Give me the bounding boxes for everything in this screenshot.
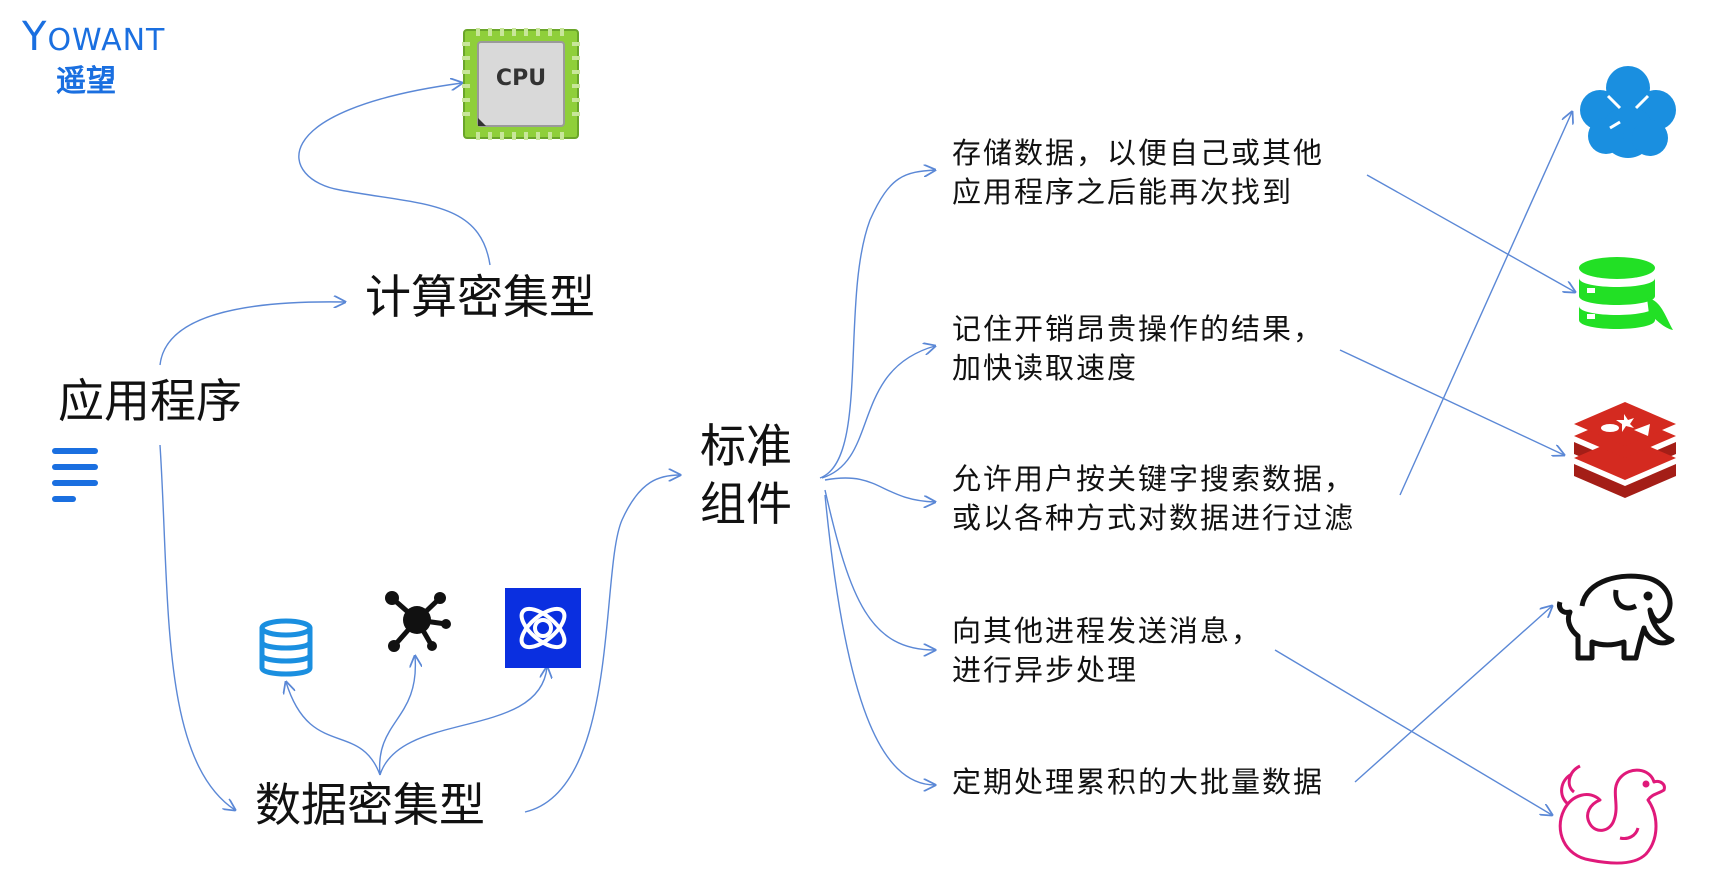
function-search-line1: 允许用户按关键字搜索数据，	[952, 462, 1356, 496]
function-cache: 记住开销昂贵操作的结果， 加快读取速度	[952, 310, 1324, 388]
function-messaging: 向其他进程发送消息， 进行异步处理	[952, 612, 1262, 690]
function-storage-line2: 应用程序之后能再次找到	[952, 175, 1294, 210]
logo-wordmark: OWANT	[47, 23, 166, 58]
network-node-icon	[382, 588, 452, 652]
arrow-standard-to-f3	[824, 477, 935, 502]
function-search: 允许用户按关键字搜索数据， 或以各种方式对数据进行过滤	[952, 460, 1355, 538]
function-storage: 存储数据，以便自己或其他 应用程序之后能再次找到	[952, 134, 1324, 212]
arrow-standard-to-f5	[824, 494, 935, 785]
menu-lines-icon	[52, 448, 102, 506]
line-f1-to-green-db	[1366, 174, 1575, 292]
function-search-line2: 或以各种方式对数据进行过滤	[952, 501, 1356, 536]
function-batch: 定期处理累积的大批量数据	[952, 763, 1324, 802]
blue-square-app-icon	[505, 588, 581, 668]
arrow-data-to-standard	[524, 475, 680, 813]
brand-logo: YOWANT 遥望	[22, 14, 182, 99]
hadoop-elephant-icon	[1552, 566, 1678, 664]
logo-chinese-name: 遥望	[56, 64, 116, 99]
green-database-icon	[1575, 256, 1675, 336]
arrow-app-to-data	[159, 444, 235, 810]
arrow-app-to-compute	[159, 302, 345, 366]
arrow-data-to-square	[379, 667, 547, 776]
function-storage-line1: 存储数据，以便自己或其他	[952, 136, 1325, 170]
function-messaging-line2: 进行异步处理	[952, 653, 1139, 688]
redis-icon	[1572, 402, 1678, 502]
node-standard-components: 标准 组件	[700, 418, 792, 533]
cpu-chip-icon: CPU	[462, 28, 580, 140]
arrow-standard-to-f2	[821, 346, 935, 479]
arrow-standard-to-f1	[819, 170, 935, 479]
function-batch-line1: 定期处理累积的大批量数据	[952, 765, 1325, 799]
function-cache-line1: 记住开销昂贵操作的结果，	[952, 312, 1325, 346]
line-f2-to-redis	[1339, 349, 1564, 455]
function-cache-line2: 加快读取速度	[952, 351, 1139, 386]
blue-cloud-icon	[1580, 66, 1676, 162]
logo-letter-y: Y	[22, 14, 48, 60]
arrow-data-to-network	[378, 656, 416, 776]
node-application: 应用程序	[58, 374, 242, 428]
flink-squirrel-icon	[1550, 760, 1670, 868]
node-data-intensive: 数据密集型	[255, 778, 485, 832]
arrow-data-to-database	[286, 682, 381, 776]
line-f3-to-cloud	[1399, 112, 1572, 496]
arrow-compute-to-cpu	[298, 83, 491, 266]
standard-line2: 组件	[700, 476, 792, 531]
database-icon	[258, 618, 314, 680]
node-compute-intensive: 计算密集型	[365, 270, 595, 324]
line-f4-to-flink	[1274, 649, 1552, 815]
cpu-label: CPU	[495, 66, 547, 91]
standard-line1: 标准	[700, 419, 792, 473]
line-f5-to-hadoop	[1354, 606, 1552, 783]
function-messaging-line1: 向其他进程发送消息，	[952, 614, 1263, 648]
arrow-standard-to-f4	[824, 489, 935, 650]
